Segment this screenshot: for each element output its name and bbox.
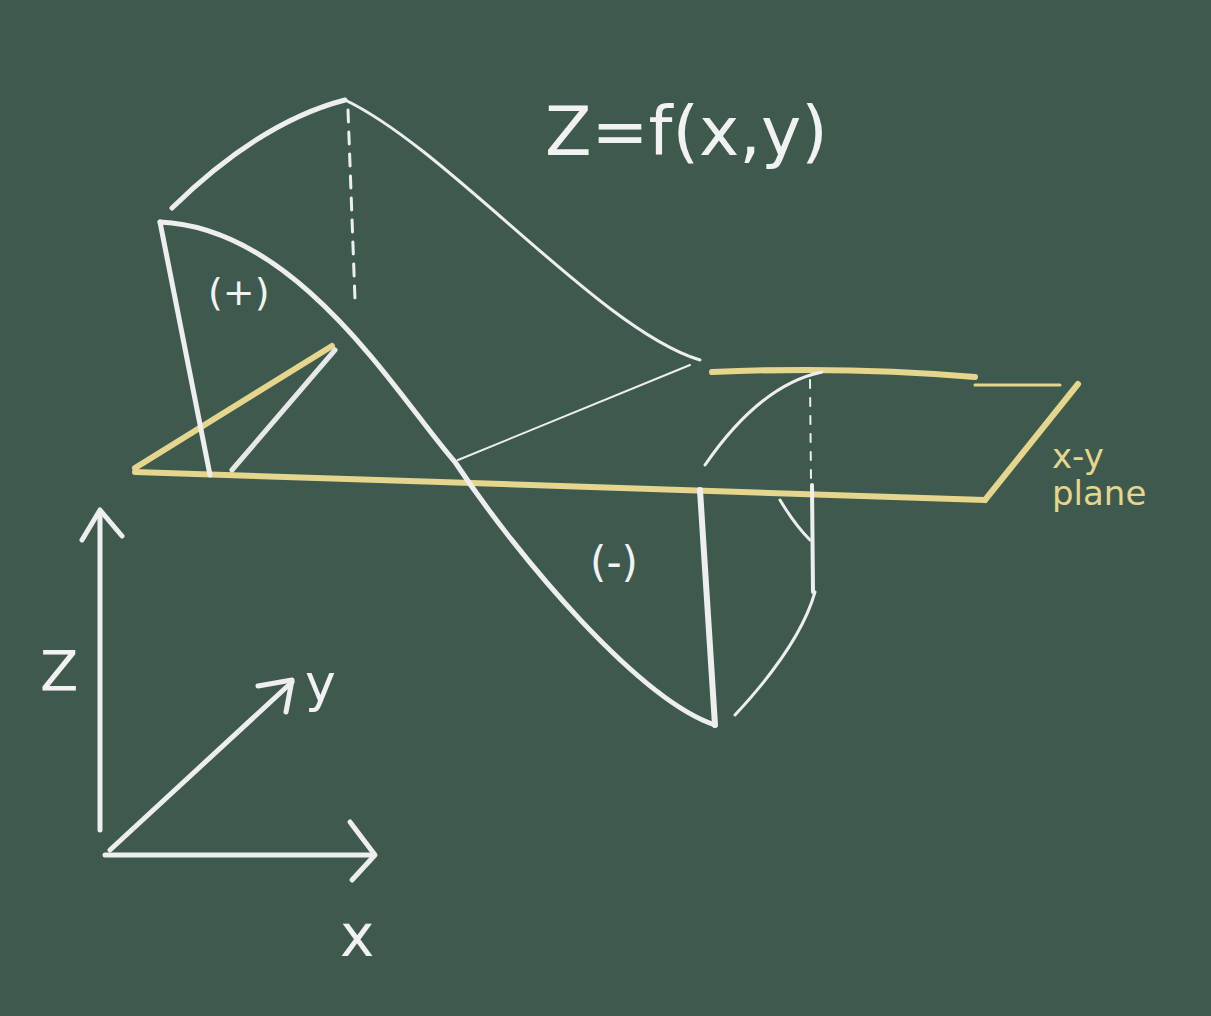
- sign-label: (-): [590, 540, 638, 586]
- cross-section-line: [160, 222, 210, 475]
- plane-edge: [975, 384, 1060, 387]
- arrow-head: [350, 822, 375, 880]
- cross-section-line: [700, 490, 715, 725]
- axes: [82, 510, 375, 880]
- cross-section-line: [812, 485, 813, 592]
- arrow-head: [258, 680, 292, 712]
- xy-plane: [135, 346, 1078, 500]
- surface-edge: [735, 592, 815, 715]
- plane-edge: [712, 370, 975, 377]
- x-axis: [105, 853, 372, 858]
- axis-label: Z: [40, 640, 78, 702]
- plane-label: x-y plane: [1052, 438, 1162, 513]
- cross-section-line: [232, 350, 335, 470]
- axis-label: y: [305, 655, 336, 712]
- sign-label: (+): [208, 272, 270, 314]
- z-axis: [98, 512, 103, 830]
- cross-section-curve: [705, 372, 822, 465]
- function-label: Z=f(x,y): [545, 95, 828, 170]
- surface: [160, 100, 822, 725]
- arrow-head: [82, 510, 122, 540]
- surface-edge: [160, 222, 715, 725]
- dashed-line: [810, 380, 811, 480]
- surface-edge: [172, 100, 345, 208]
- plane-edge: [135, 346, 332, 468]
- zero-curve: [458, 365, 690, 460]
- dashed-line: [348, 110, 355, 300]
- plane-edge: [135, 472, 985, 500]
- cross-section-curve: [780, 500, 810, 540]
- axis-label: x: [340, 905, 374, 969]
- y-axis: [110, 682, 292, 850]
